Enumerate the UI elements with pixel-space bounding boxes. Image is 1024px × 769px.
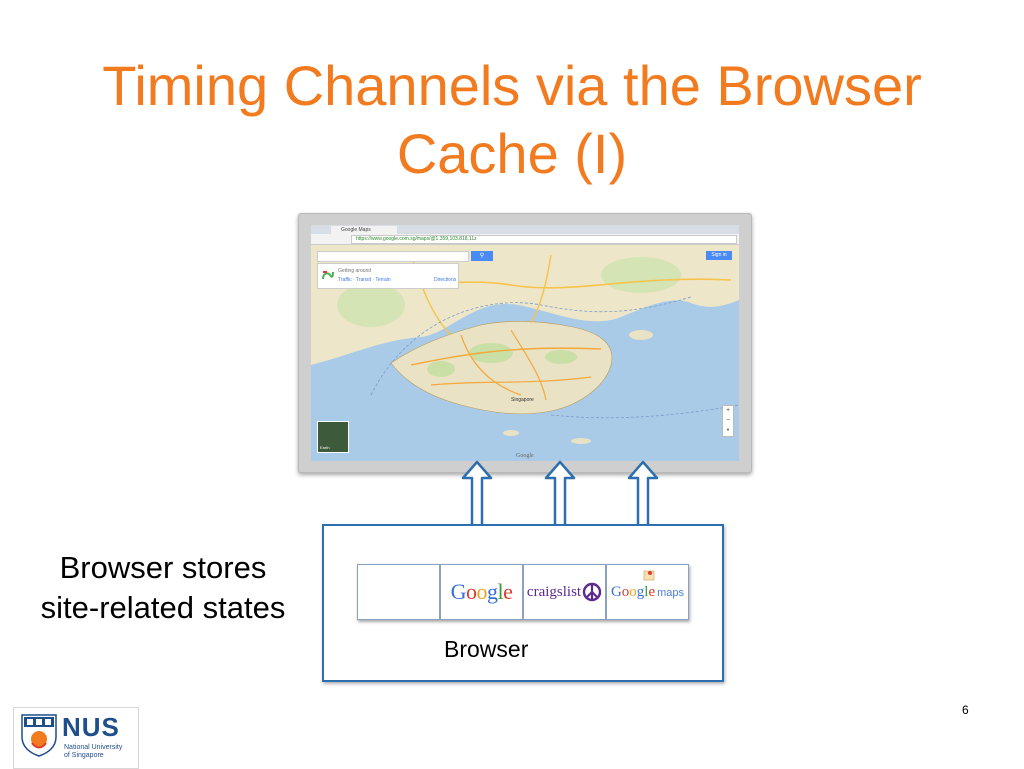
map-attribution: Google	[516, 453, 534, 459]
getting-around-label: Getting around	[338, 268, 372, 274]
zoom-control[interactable]: +−•	[722, 405, 734, 437]
peace-icon	[582, 582, 602, 602]
map-search-input[interactable]	[317, 251, 469, 262]
earth-label: Earth	[320, 445, 330, 450]
nus-subtitle: National University of Singapore	[64, 744, 122, 760]
nus-subtitle-line2: of Singapore	[64, 752, 104, 759]
getting-around-panel: Getting around Traffic · Transit · Terra…	[317, 263, 459, 289]
browser-label: Browser	[444, 636, 529, 662]
google-maps-logo: Google maps	[611, 584, 684, 601]
cache-cell-google-maps: Google maps	[606, 564, 689, 620]
browser-tab-strip: Google Maps	[311, 225, 739, 234]
google-maps-google-word: Google	[610, 583, 656, 600]
maps-label: maps	[657, 586, 685, 599]
sign-in-button[interactable]: Sign in	[706, 251, 732, 260]
cache-cell-craigslist: craigslist	[523, 564, 606, 620]
slide-title-line1: Timing Channels via the Browser	[102, 54, 922, 117]
nus-wordmark: NUS	[62, 712, 120, 742]
directions-link[interactable]: Directions	[434, 277, 457, 283]
slide-title-line2: Cache (I)	[396, 122, 628, 185]
nus-crest-icon	[21, 714, 57, 757]
browser-toolbar: https://www.google.com.sg/maps/@1.359,10…	[311, 234, 739, 245]
craigslist-logo: craigslist	[527, 582, 602, 602]
address-bar: https://www.google.com.sg/maps/@1.359,10…	[351, 235, 737, 244]
city-label: Singapore	[511, 397, 534, 403]
side-caption-line2: site-related states	[40, 590, 286, 625]
cache-cells: Google craigslist Google maps	[357, 564, 689, 620]
cache-cell-google: Google	[440, 564, 523, 620]
slide-title: Timing Channels via the Browser Cache (I…	[40, 52, 984, 188]
monitor-frame: Google Maps https://www.google.com.sg/ma…	[298, 213, 752, 473]
side-caption: Browser stores site-related states	[10, 548, 316, 628]
map-pin-icon	[643, 570, 655, 581]
browser-tab: Google Maps	[331, 226, 397, 234]
craigslist-label: craigslist	[526, 583, 582, 600]
search-icon[interactable]: ⚲	[471, 251, 493, 261]
earth-view-thumbnail[interactable]: Earth	[317, 421, 349, 453]
cache-cell-empty	[357, 564, 440, 620]
side-caption-line1: Browser stores	[59, 550, 267, 585]
browser-screenshot: Google Maps https://www.google.com.sg/ma…	[311, 225, 739, 461]
nus-logo: NUS National University of Singapore	[13, 707, 139, 769]
directions-icon	[322, 271, 334, 280]
google-logo: Google	[450, 579, 513, 604]
getting-around-links[interactable]: Traffic · Transit · Terrain	[338, 277, 391, 283]
map-image: Singapore Google	[311, 245, 739, 461]
page-number: 6	[962, 703, 969, 717]
nus-subtitle-line1: National University	[64, 744, 123, 751]
